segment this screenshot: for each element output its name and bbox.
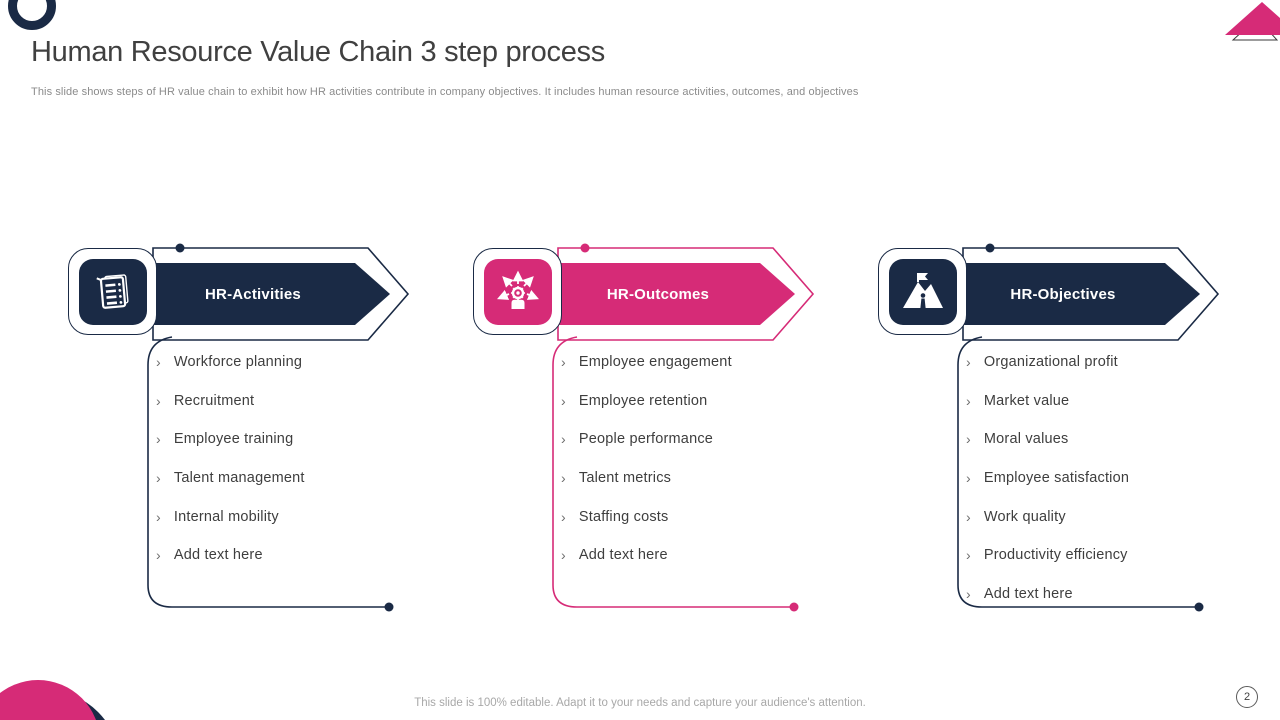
list-item: › Add text here [561, 536, 811, 575]
icon-box [878, 248, 967, 335]
column-hr-objectives: HR-Objectives › Organizational profit › Ma… [878, 238, 1223, 633]
list-item: › Recruitment [156, 382, 406, 421]
item-list: › Organizational profit › Market value › Mo… [966, 343, 1216, 613]
list-item-label: Employee training [173, 431, 294, 448]
list-item-label: Add text here [983, 585, 1073, 602]
list-outline-shape [552, 336, 799, 612]
list-item-label: Employee engagement [578, 354, 732, 371]
triangle-decoration [1225, 2, 1280, 41]
list-item: › Staffing costs [561, 497, 811, 536]
list-item-label: Moral values [983, 431, 1069, 448]
chevron-bullet-icon: › [561, 354, 566, 371]
list-item: › People performance [561, 420, 811, 459]
list-item: › Employee engagement [561, 343, 811, 382]
mountain-flag-icon [888, 258, 957, 325]
list-item: › Talent management [156, 459, 406, 498]
list-item-label: Employee satisfaction [983, 470, 1130, 487]
chevron-bullet-icon: › [561, 547, 566, 564]
icon-box [68, 248, 157, 335]
list-item: › Employee retention [561, 382, 811, 421]
list-item: › Employee training [156, 420, 406, 459]
list-item-label: Talent metrics [578, 470, 672, 487]
chevron-bullet-icon: › [966, 392, 971, 409]
chevron-bullet-icon: › [966, 354, 971, 371]
item-list: › Workforce planning › Recruitment › Employ… [156, 343, 406, 575]
banner-label: HR-Activities [205, 285, 301, 303]
page-subtitle: This slide shows steps of HR value chain… [31, 86, 859, 98]
chevron-bullet-icon: › [561, 431, 566, 448]
list-item: › Workforce planning [156, 343, 406, 382]
list-item-label: Recruitment [173, 392, 255, 409]
list-item-label: Work quality [983, 508, 1066, 525]
chevron-bullet-icon: › [561, 392, 566, 409]
banner-label: HR-Objectives [1010, 285, 1116, 303]
footer-note: This slide is 100% editable. Adapt it to… [414, 697, 866, 709]
list-item: › Organizational profit [966, 343, 1216, 382]
list-item: › Add text here [156, 536, 406, 575]
list-item-label: Internal mobility [173, 508, 279, 525]
list-item: › Add text here [966, 575, 1216, 614]
arrow-banner-shape [148, 243, 410, 341]
list-outline-shape [147, 336, 394, 612]
arrow-banner-shape [553, 243, 815, 341]
icon-box [473, 248, 562, 335]
column-hr-activities: HR-Activities › Workforce planning › Recru… [68, 238, 413, 633]
page-number: 2 [1243, 691, 1251, 703]
chevron-bullet-icon: › [156, 470, 161, 487]
checklist-icon [78, 258, 147, 325]
page-number-badge: 2 [1236, 686, 1258, 708]
list-item-label: People performance [578, 431, 714, 448]
chevron-bullet-icon: › [561, 470, 566, 487]
list-item: › Moral values [966, 420, 1216, 459]
list-item-label: Staffing costs [578, 508, 669, 525]
list-item: › Employee satisfaction [966, 459, 1216, 498]
chevron-bullet-icon: › [966, 547, 971, 564]
chevron-bullet-icon: › [561, 508, 566, 525]
list-item: › Market value [966, 382, 1216, 421]
list-item-label: Productivity efficiency [983, 547, 1128, 564]
list-item-label: Add text here [173, 547, 263, 564]
chevron-bullet-icon: › [156, 547, 161, 564]
list-item: › Work quality [966, 497, 1216, 536]
chevron-bullet-icon: › [966, 470, 971, 487]
banner-label: HR-Outcomes [606, 285, 710, 303]
list-item-label: Talent management [173, 470, 305, 487]
list-item-label: Employee retention [578, 392, 708, 409]
list-item-label: Add text here [578, 547, 668, 564]
chevron-bullet-icon: › [966, 508, 971, 525]
list-item-label: Organizational profit [983, 354, 1118, 371]
list-item: › Productivity efficiency [966, 536, 1216, 575]
chevron-bullet-icon: › [156, 354, 161, 371]
ring-decoration [8, 0, 56, 30]
list-item: › Talent metrics [561, 459, 811, 498]
list-item-label: Market value [983, 392, 1070, 409]
list-item-label: Workforce planning [173, 354, 303, 371]
item-list: › Employee engagement › Employee retention… [561, 343, 811, 575]
chevron-bullet-icon: › [156, 508, 161, 525]
column-hr-outcomes: HR-Outcomes › Employee engagement › Employ… [473, 238, 818, 633]
chevron-bullet-icon: › [966, 431, 971, 448]
chevron-bullet-icon: › [156, 431, 161, 448]
chevron-bullet-icon: › [966, 585, 971, 602]
arrow-banner-shape [958, 243, 1220, 341]
page-title: Human Resource Value Chain 3 step proces… [31, 36, 605, 68]
list-outline-shape [957, 336, 1204, 612]
list-item: › Internal mobility [156, 497, 406, 536]
person-gear-arrows-icon [483, 258, 552, 325]
chevron-bullet-icon: › [156, 392, 161, 409]
